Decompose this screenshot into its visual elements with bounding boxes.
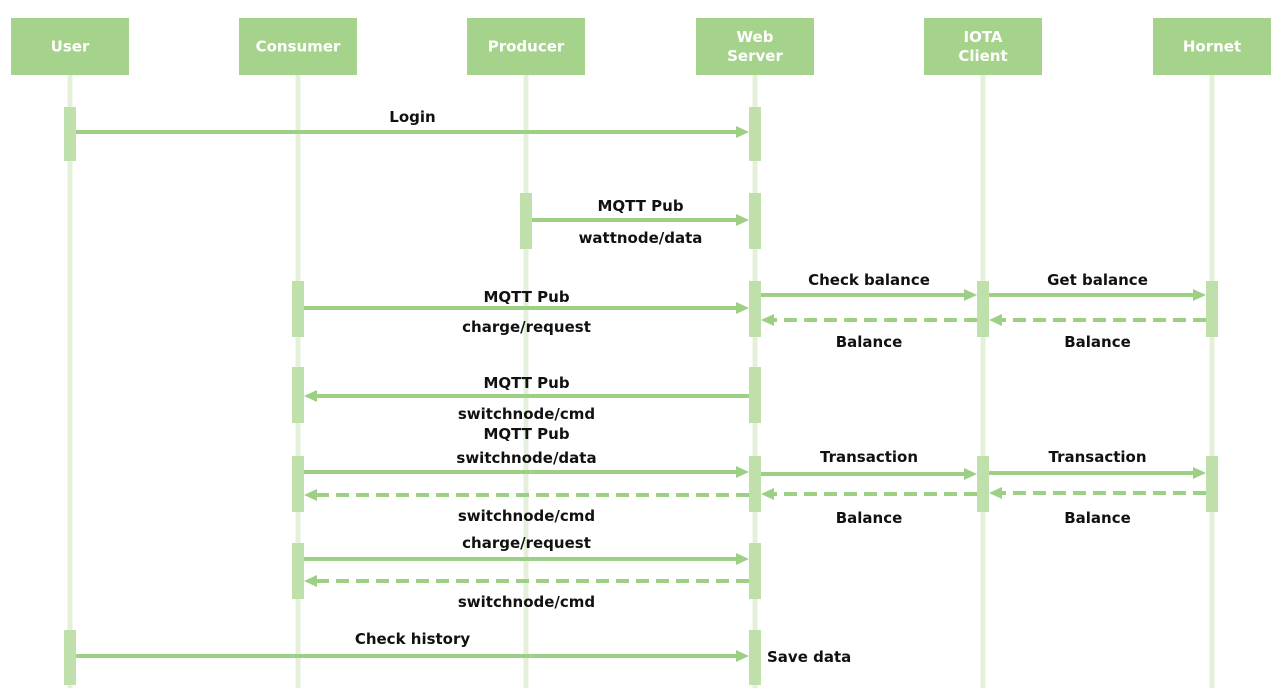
activation-bar-webserver	[749, 193, 761, 249]
message-label: Balance	[836, 509, 903, 527]
actor-label-webserver: Server	[727, 47, 783, 65]
message-label: Check balance	[808, 271, 930, 289]
message-label: MQTT Pub	[483, 374, 569, 392]
actor-box-iota	[924, 18, 1042, 75]
message-label: switchnode/cmd	[458, 507, 595, 525]
arrowhead	[736, 214, 749, 226]
activation-bar-webserver	[749, 456, 761, 512]
activation-bar-webserver	[749, 367, 761, 423]
arrowhead	[736, 302, 749, 314]
activation-bar-consumer	[292, 281, 304, 337]
activation-bar-webserver	[749, 107, 761, 161]
arrowhead	[304, 575, 317, 587]
message-label: switchnode/cmd	[458, 593, 595, 611]
activation-bar-iota	[977, 456, 989, 512]
actor-label-producer: Producer	[488, 38, 565, 56]
arrowhead	[964, 289, 977, 301]
actor-label-user: User	[51, 38, 90, 56]
message-label: charge/request	[462, 318, 591, 336]
arrowhead	[761, 488, 774, 500]
message-label: Transaction	[1048, 448, 1146, 466]
activation-bar-hornet	[1206, 456, 1218, 512]
arrowhead	[736, 466, 749, 478]
arrowhead	[989, 314, 1002, 326]
message-label: switchnode/data	[456, 449, 596, 467]
message-label: Balance	[836, 333, 903, 351]
activation-bar-consumer	[292, 543, 304, 599]
activation-bar-webserver	[749, 543, 761, 599]
activation-bar-webserver	[749, 281, 761, 337]
arrowhead	[1193, 467, 1206, 479]
message-label: MQTT Pub	[597, 197, 683, 215]
activation-bar-hornet	[1206, 281, 1218, 337]
actor-label-iota: IOTA	[963, 28, 1002, 46]
actor-box-user	[11, 18, 129, 75]
arrowhead	[736, 126, 749, 138]
arrowhead	[736, 650, 749, 662]
actor-label-webserver: Web	[737, 28, 774, 46]
actor-label-hornet: Hornet	[1183, 38, 1241, 56]
message-label: charge/request	[462, 534, 591, 552]
actor-box-hornet	[1153, 18, 1271, 75]
actor-box-producer	[467, 18, 585, 75]
arrowhead	[736, 553, 749, 565]
note-save-data: Save data	[767, 648, 851, 666]
arrowhead	[761, 314, 774, 326]
arrowhead	[304, 489, 317, 501]
message-label: MQTT Pub	[483, 288, 569, 306]
message-label: Transaction	[820, 448, 918, 466]
arrowhead	[1193, 289, 1206, 301]
activation-bar-webserver	[749, 630, 761, 685]
actor-label-consumer: Consumer	[256, 38, 341, 56]
message-label: Balance	[1064, 333, 1131, 351]
message-label: Login	[389, 108, 435, 126]
arrowhead	[964, 468, 977, 480]
message-label: wattnode/data	[579, 229, 703, 247]
actor-box-consumer	[239, 18, 357, 75]
activation-bar-producer	[520, 193, 532, 249]
arrowhead	[304, 390, 317, 402]
activation-bar-user	[64, 107, 76, 161]
activation-bar-iota	[977, 281, 989, 337]
actor-box-webserver	[696, 18, 814, 75]
activation-bar-user	[64, 630, 76, 685]
actor-label-iota: Client	[958, 47, 1007, 65]
message-label: switchnode/cmd	[458, 405, 595, 423]
arrowhead	[989, 487, 1002, 499]
message-label: MQTT Pub	[483, 425, 569, 443]
message-label: Balance	[1064, 509, 1131, 527]
message-label: Get balance	[1047, 271, 1148, 289]
message-label: Check history	[355, 630, 471, 648]
activation-bar-consumer	[292, 456, 304, 512]
activation-bar-consumer	[292, 367, 304, 423]
